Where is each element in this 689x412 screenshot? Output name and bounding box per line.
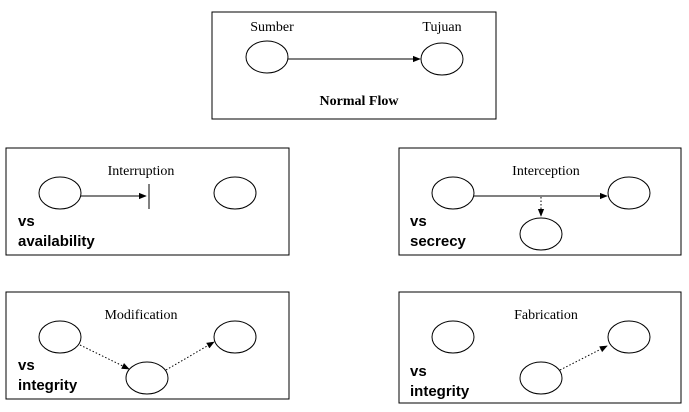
vs-word: vs xyxy=(410,213,427,230)
target-label: Tujuan xyxy=(422,20,461,35)
source-node xyxy=(245,40,289,74)
vs-target: integrity xyxy=(410,383,470,400)
source-node xyxy=(431,320,475,354)
panel-modification-title: Modification xyxy=(104,308,177,323)
vs-target: integrity xyxy=(18,377,78,394)
panel-interception: Interception vs secrecy xyxy=(398,147,682,256)
vs-target: availability xyxy=(18,233,95,250)
interceptor-node xyxy=(519,217,563,251)
target-node xyxy=(420,42,464,76)
panel-interruption: Interruption vs availability xyxy=(5,147,290,256)
vs-word: vs xyxy=(410,363,427,380)
source-node xyxy=(38,176,82,210)
panel-modification: Modification vs integrity xyxy=(5,291,290,400)
panel-fabrication: Fabrication vs integrity xyxy=(398,291,682,404)
vs-word: vs xyxy=(18,357,35,374)
target-node xyxy=(213,320,257,354)
from-modifier-arrow xyxy=(165,341,215,371)
vs-word: vs xyxy=(18,213,35,230)
source-node xyxy=(38,320,82,354)
panel-interruption-title: Interruption xyxy=(108,164,175,179)
source-label: Sumber xyxy=(250,20,294,35)
vs-target: secrecy xyxy=(410,233,467,250)
modifier-node xyxy=(125,361,169,395)
panel-normal-flow: Sumber Tujuan Normal Flow xyxy=(211,11,497,120)
panel-fabrication-title: Fabrication xyxy=(514,308,578,323)
target-node xyxy=(607,320,651,354)
source-node xyxy=(431,176,475,210)
target-node xyxy=(213,176,257,210)
target-node xyxy=(607,176,651,210)
panel-interception-title: Interception xyxy=(512,164,580,179)
fabricator-node xyxy=(519,361,563,395)
panel-normal-flow-title: Normal Flow xyxy=(320,94,400,109)
